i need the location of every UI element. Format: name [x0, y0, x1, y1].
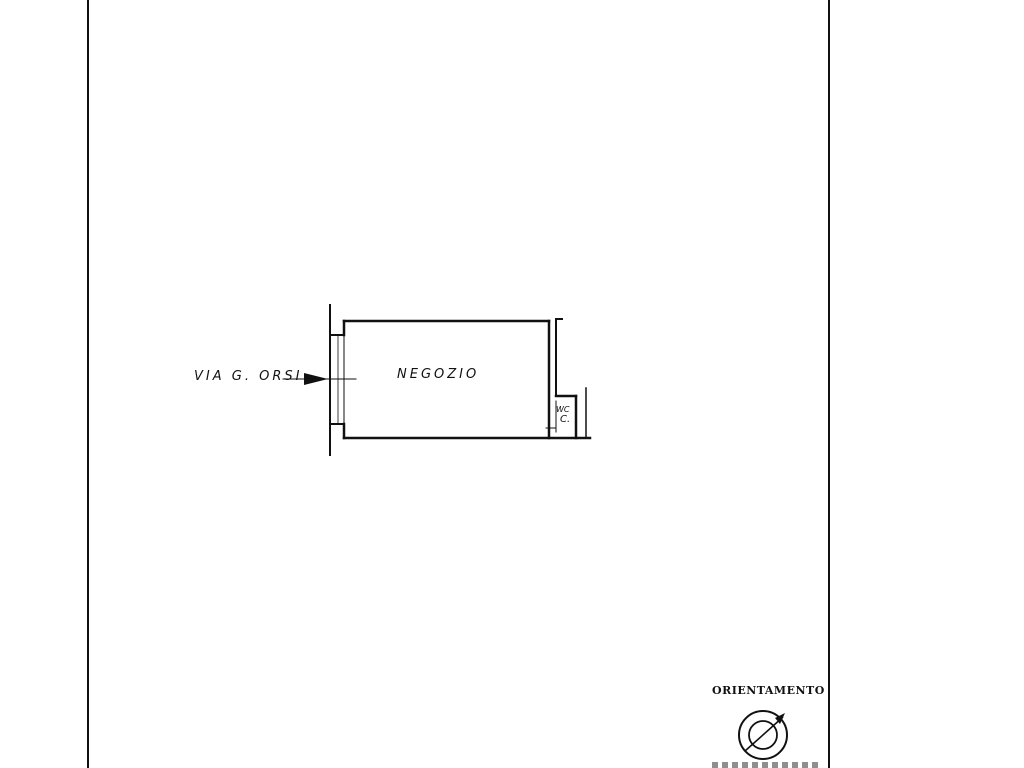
footer-text-strip [712, 762, 822, 768]
right-border-line [828, 0, 830, 768]
wc-label-suffix: C. [560, 414, 571, 425]
orientation-title: ORIENTAMENTO [712, 684, 825, 697]
entrance-arrow-icon [304, 373, 328, 385]
room-label: NEGOZIO [397, 367, 480, 382]
north-arrow-compass-icon [738, 710, 788, 760]
street-label: VIA G. ORSI [194, 369, 303, 384]
left-border-line [87, 0, 89, 768]
wc-label: WC [556, 405, 570, 414]
